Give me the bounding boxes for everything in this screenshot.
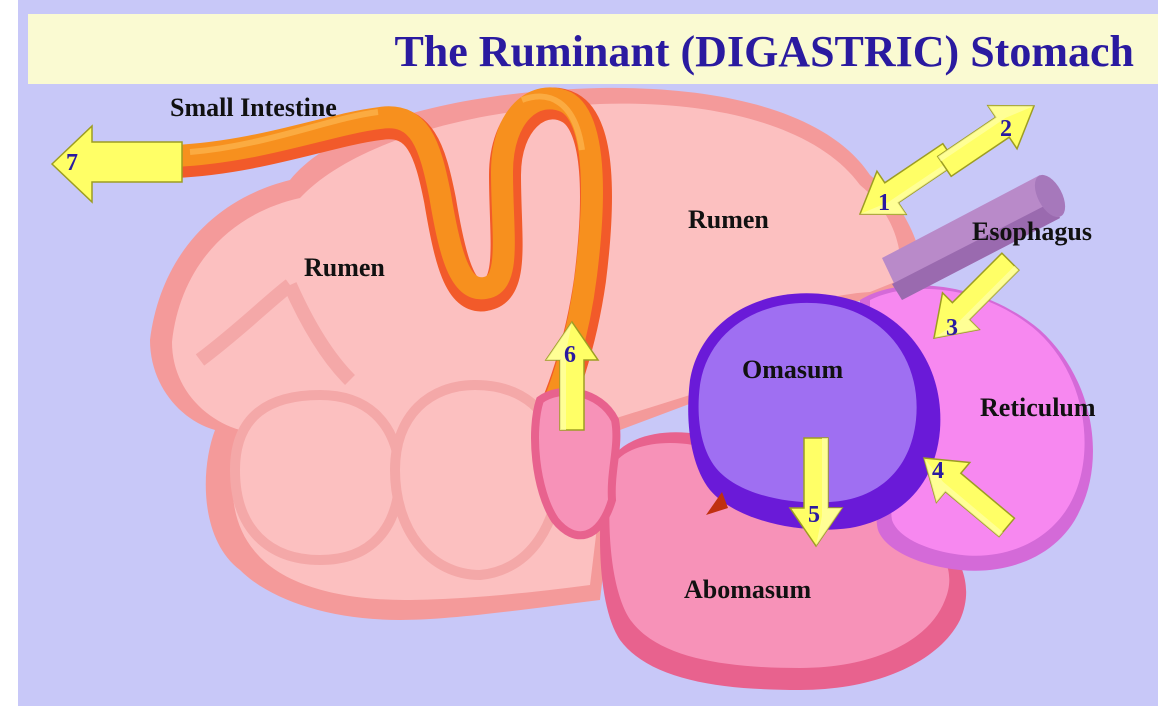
frame-right bbox=[1158, 0, 1171, 716]
frame-bottom bbox=[0, 706, 1171, 716]
step-label-1: 1 bbox=[878, 190, 890, 216]
label-reticulum: Reticulum bbox=[980, 393, 1096, 422]
label-esophagus: Esophagus bbox=[972, 217, 1092, 246]
label-rumen-right: Rumen bbox=[688, 205, 769, 234]
rumen-lobe-lower-left bbox=[235, 395, 400, 560]
frame-left bbox=[0, 0, 18, 716]
label-small-intestine: Small Intestine bbox=[170, 93, 337, 122]
step-label-4: 4 bbox=[932, 458, 944, 484]
step-label-5: 5 bbox=[808, 502, 820, 528]
diagram-title: The Ruminant (DIGASTRIC) Stomach bbox=[394, 27, 1134, 76]
label-omasum: Omasum bbox=[742, 355, 843, 384]
step-label-7: 7 bbox=[66, 150, 78, 176]
step-label-2: 2 bbox=[1000, 116, 1012, 142]
label-rumen-left: Rumen bbox=[304, 253, 385, 282]
step-label-6: 6 bbox=[564, 342, 576, 368]
label-abomasum: Abomasum bbox=[684, 575, 811, 604]
step-label-3: 3 bbox=[946, 315, 958, 341]
